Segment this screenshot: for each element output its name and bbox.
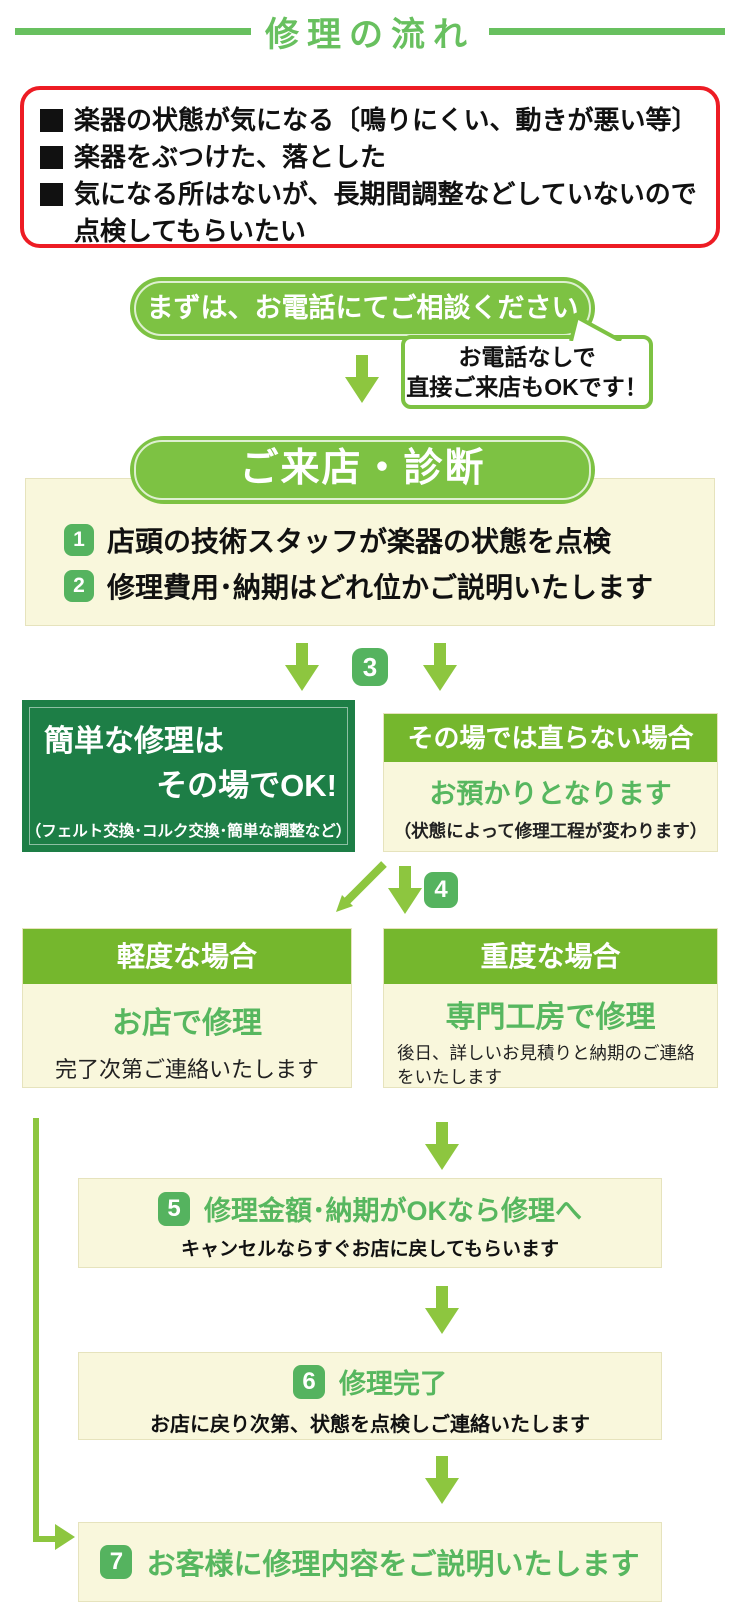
bubble-tail-icon — [569, 315, 622, 341]
step-number-badge: 5 — [158, 1191, 190, 1226]
page-title: 修理の流れ — [265, 15, 475, 54]
not-fixed-main: お預かりとなります — [429, 779, 672, 809]
down-arrow-icon — [285, 643, 319, 691]
square-bullet-icon — [40, 183, 63, 206]
down-arrow-icon — [425, 1456, 459, 1504]
phone-consult-label: まずは、お電話にてご相談ください — [146, 293, 579, 323]
step7-title: お客様に修理内容をご説明いたします — [146, 1549, 640, 1581]
step-number-badge: 4 — [424, 872, 458, 908]
down-arrow-icon — [345, 355, 379, 403]
light-case-box: 軽度な場合 お店で修理 完了次第ご連絡いたします — [22, 928, 352, 1088]
step-number-badge: 1 — [64, 524, 94, 556]
intro-item-text: 楽器をぶつけた、落とした — [74, 142, 387, 172]
visit-diagnosis-label: ご来店・診断 — [239, 447, 486, 490]
step6-box: 6 修理完了 お店に戻り次第、状態を点検しご連絡いたします — [78, 1352, 662, 1440]
walk-in-bubble: お電話なしで 直接ご来店もOKです！ — [401, 315, 653, 409]
simple-repair-note: （フェルト交換･コルク交換･簡単な調整など） — [25, 823, 352, 840]
square-bullet-icon — [40, 109, 63, 132]
step5-title-row: 5 修理金額･納期がOKなら修理へ — [79, 1189, 661, 1228]
bubble-line: 直接ご来店もOKです！ — [406, 374, 648, 400]
step-number-badge: 7 — [100, 1545, 133, 1579]
heavy-case-note: 後日、詳しいお見積りと納期のご連絡をいたします — [397, 1043, 695, 1087]
light-case-note: 完了次第ご連絡いたします — [54, 1057, 319, 1082]
heavy-case-box: 重度な場合 専門工房で修理 後日、詳しいお見積りと納期のご連絡をいたします — [383, 928, 718, 1088]
visit-step-text: 店頭の技術スタッフが楽器の状態を点検 — [107, 526, 612, 557]
step5-box: 5 修理金額･納期がOKなら修理へ キャンセルならすぐお店に戻してもらいます — [78, 1178, 662, 1268]
step-number-badge: 3 — [352, 648, 388, 686]
not-fixed-header: その場では直らない場合 — [384, 714, 717, 762]
simple-repair-box: 簡単な修理は その場でOK! （フェルト交換･コルク交換･簡単な調整など） — [22, 700, 355, 852]
step6-note: お店に戻り次第、状態を点検しご連絡いたします — [150, 1414, 590, 1436]
step6-title-row: 6 修理完了 — [79, 1362, 661, 1401]
heavy-case-main: 専門工房で修理 — [445, 1001, 656, 1034]
step-number-badge: 6 — [293, 1364, 325, 1399]
down-arrow-icon — [425, 1286, 459, 1334]
intro-item: 気になる所はないが、長期間調整などしていないので点検してもらいたい — [40, 176, 704, 250]
intro-item: 楽器の状態が気になる〔鳴りにくい、動きが悪い等〕 — [40, 102, 704, 139]
title-rule-left — [15, 27, 251, 35]
intro-conditions-box: 楽器の状態が気になる〔鳴りにくい、動きが悪い等〕 楽器をぶつけた、落とした 気に… — [20, 86, 720, 248]
step7-title-row: 7 お客様に修理内容をご説明いたします — [100, 1541, 640, 1583]
diagonal-arrow-icon — [336, 861, 387, 912]
step5-title: 修理金額･納期がOKなら修理へ — [204, 1196, 582, 1226]
down-arrow-icon — [388, 866, 422, 914]
step-number-badge: 2 — [64, 570, 94, 602]
title-rule-right — [489, 27, 725, 35]
intro-item: 楽器をぶつけた、落とした — [40, 139, 704, 176]
intro-item-text: 楽器の状態が気になる〔鳴りにくい、動きが悪い等〕 — [74, 105, 698, 135]
light-case-main: お店で修理 — [112, 1007, 262, 1040]
visit-step-row: 1 店頭の技術スタッフが楽器の状態を点検 — [64, 521, 611, 559]
phone-consult-pill: まずは、お電話にてご相談ください — [130, 277, 595, 340]
right-arrow-icon — [55, 1524, 75, 1550]
simple-repair-line2: その場でOK! — [156, 768, 337, 803]
connector-line-horizontal — [33, 1536, 57, 1542]
visit-diagnosis-pill: ご来店・診断 — [130, 436, 595, 504]
down-arrow-icon — [425, 1122, 459, 1170]
intro-item-text: 気になる所はないが、長期間調整などしていないので点検してもらいたい — [74, 179, 697, 246]
connector-line-vertical — [33, 1118, 39, 1542]
bubble-line: お電話なしで — [458, 344, 596, 370]
visit-step-text: 修理費用･納期はどれ位かご説明いたします — [107, 572, 654, 603]
down-arrow-icon — [423, 643, 457, 691]
step6-title: 修理完了 — [339, 1369, 447, 1399]
step7-box: 7 お客様に修理内容をご説明いたします — [78, 1522, 662, 1602]
not-fixed-note: （状態によって修理工程が変わります） — [393, 821, 708, 841]
visit-step-row: 2 修理費用･納期はどれ位かご説明いたします — [64, 567, 653, 605]
step5-note: キャンセルならすぐお店に戻してもらいます — [180, 1239, 560, 1260]
page-title-row: 修理の流れ — [15, 8, 725, 54]
heavy-case-header: 重度な場合 — [384, 929, 717, 984]
square-bullet-icon — [40, 146, 63, 169]
not-fixed-box: その場では直らない場合 お預かりとなります （状態によって修理工程が変わります） — [383, 713, 718, 852]
simple-repair-line1: 簡単な修理は — [44, 725, 224, 758]
light-case-header: 軽度な場合 — [23, 929, 351, 984]
